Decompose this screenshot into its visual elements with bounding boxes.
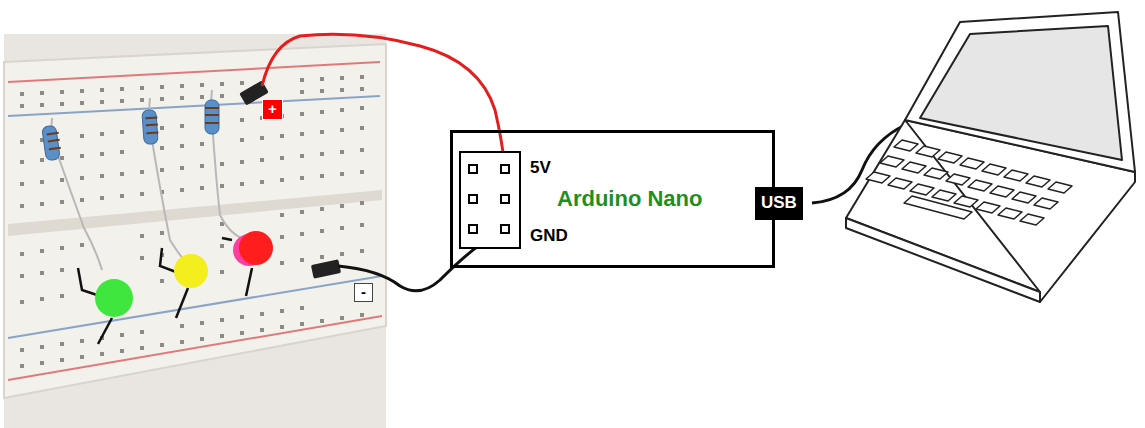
port-label: USB [761, 194, 797, 213]
resistor-symbol [142, 98, 186, 262]
breadboard-holes [20, 75, 364, 368]
pin-header [460, 152, 520, 248]
center-channel [8, 190, 382, 236]
board-box: Arduino Nano [450, 130, 775, 268]
rail-line [8, 62, 380, 82]
board-name: Arduino Nano [557, 187, 702, 211]
header-pins [469, 165, 509, 233]
pin-label: 5V [530, 159, 551, 178]
breadboard-body [4, 44, 386, 398]
pin-label: GND [530, 227, 568, 246]
laptop-icon [846, 12, 1135, 302]
polarity-label: + [262, 99, 283, 120]
polarity-label: - [354, 283, 373, 302]
resistor-symbol [42, 118, 102, 270]
red-led [239, 231, 273, 265]
usb-port: USB [755, 187, 803, 220]
resistor-symbol [205, 90, 246, 240]
breadboard-photo [4, 34, 386, 428]
rail-line [8, 316, 382, 380]
red-wire [262, 34, 505, 168]
photo-ground [4, 34, 386, 428]
yellow-led [174, 254, 208, 288]
jumper-plug [311, 259, 341, 279]
green-led [95, 279, 133, 317]
led-legs [78, 238, 252, 344]
